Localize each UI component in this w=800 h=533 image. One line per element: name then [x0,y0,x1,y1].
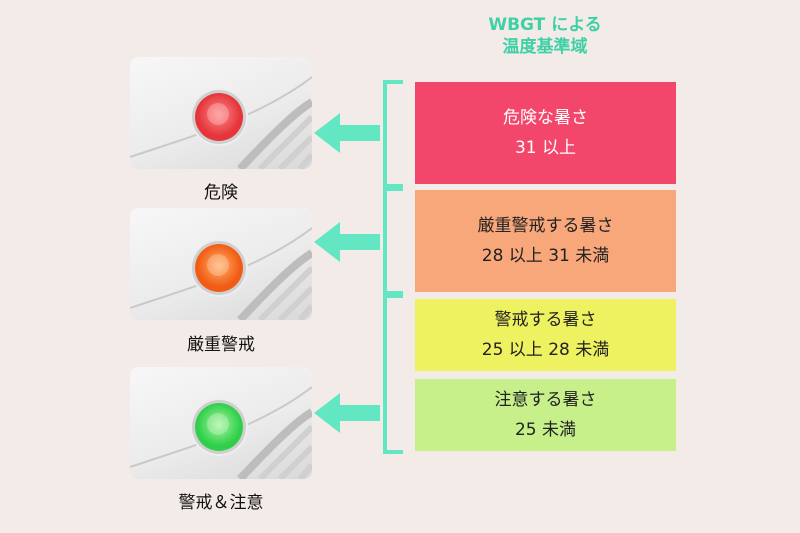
level-range: 31 以上 [514,138,577,158]
device-image-caution [130,367,312,479]
device-label-severe: 厳重警戒 [187,335,255,355]
device-label-danger: 危険 [204,183,238,203]
device-image-severe [130,208,312,320]
header-line-1: WBGT による [488,15,602,35]
level-title: 警戒する暑さ [494,310,597,330]
bracket-caution [383,294,403,454]
arrow-left-icon [314,113,380,153]
level-title: 厳重警戒する暑さ [477,216,614,236]
led-orange-icon [195,244,243,292]
device-image-danger [130,57,312,169]
level-title: 危険な暑さ [503,108,588,128]
level-range: 25 未満 [514,420,577,440]
level-title: 注意する暑さ [494,390,597,410]
device-fan-guard [130,386,312,479]
arrow-left-icon [314,393,380,433]
level-box-severe: 厳重警戒する暑さ 28 以上 31 未満 [415,190,676,292]
level-range: 28 以上 31 未満 [481,246,610,266]
level-box-danger: 危険な暑さ 31 以上 [415,82,676,184]
bracket-danger [383,80,403,188]
level-box-warning: 警戒する暑さ 25 以上 28 未満 [415,299,676,371]
level-box-caution: 注意する暑さ 25 未満 [415,379,676,451]
arrow-left-icon [314,222,380,262]
bracket-severe [383,187,403,295]
led-red-icon [195,93,243,141]
device-label-caution: 警戒＆注意 [178,493,264,513]
led-green-icon [195,403,243,451]
level-range: 25 以上 28 未満 [481,340,610,360]
header-line-2: 温度基準域 [502,37,588,57]
wbgt-header: WBGT による 温度基準域 [470,14,620,58]
